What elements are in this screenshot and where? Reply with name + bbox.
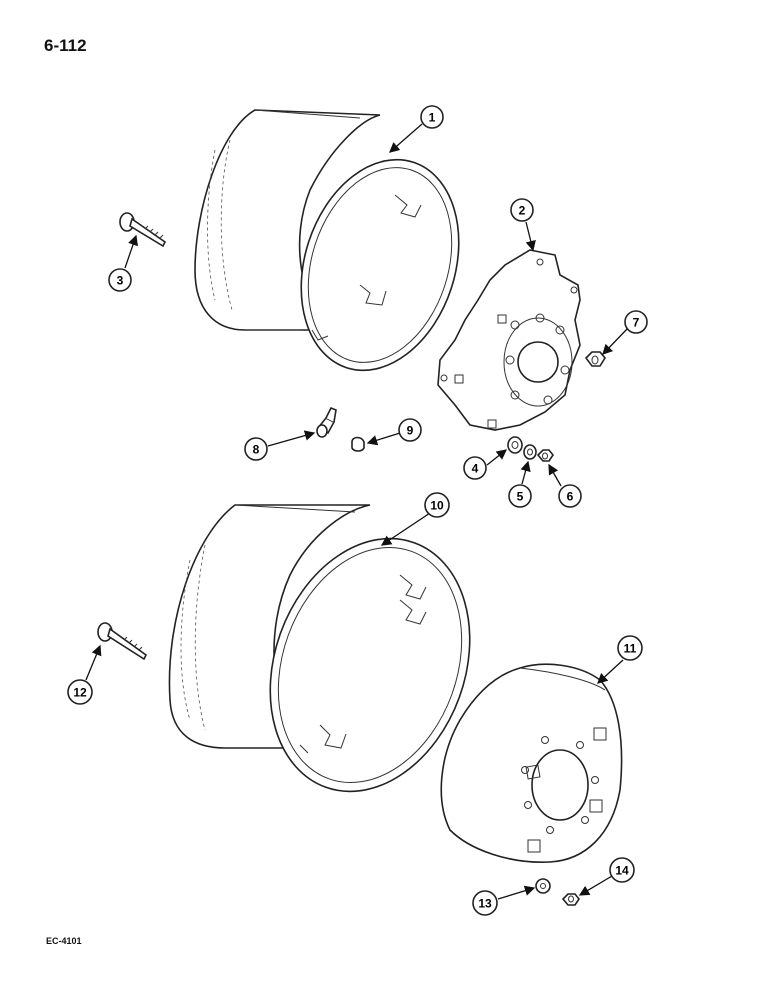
washer-13: [535, 878, 551, 894]
nut-6: [536, 449, 554, 462]
callout-13: 13: [472, 890, 498, 916]
nut-14: [561, 893, 580, 906]
svg-text:12: 12: [73, 686, 87, 700]
callout-2: 2: [510, 198, 534, 222]
lower-bolt: [97, 622, 148, 661]
svg-text:7: 7: [633, 316, 640, 330]
callout-6: 6: [558, 484, 582, 508]
callout-3: 3: [108, 268, 132, 292]
svg-text:13: 13: [478, 897, 492, 911]
svg-text:8: 8: [253, 443, 260, 457]
callout-5: 5: [508, 484, 532, 508]
upper-bolt: [119, 212, 167, 248]
svg-text:14: 14: [615, 864, 629, 878]
washer-4: [507, 436, 523, 454]
upper-wheel-rim: [194, 109, 460, 372]
nut-7: [584, 351, 606, 367]
callout-11: 11: [617, 635, 643, 661]
callout-8: 8: [244, 437, 268, 461]
valve-cap: [351, 436, 365, 452]
lower-wheel-rim: [168, 504, 471, 793]
svg-text:9: 9: [407, 424, 414, 438]
upper-wheel-disc: [437, 249, 581, 431]
valve-stem: [316, 406, 337, 438]
lower-wheel-disc: [440, 663, 623, 863]
drawing-code: EC-4101: [46, 936, 82, 946]
svg-text:2: 2: [519, 204, 526, 218]
callout-7: 7: [624, 310, 648, 334]
svg-text:6: 6: [567, 490, 574, 504]
callout-14: 14: [609, 857, 635, 883]
callout-10: 10: [424, 492, 450, 518]
lock-washer-5: [523, 444, 537, 460]
svg-text:3: 3: [117, 274, 124, 288]
callout-1: 1: [420, 105, 444, 129]
callout-4: 4: [463, 456, 487, 480]
svg-text:1: 1: [429, 111, 436, 125]
callout-12: 12: [67, 679, 93, 705]
leader-lines: [85, 123, 629, 900]
svg-text:11: 11: [624, 642, 637, 656]
svg-text:10: 10: [430, 499, 444, 513]
page-number: 6-112: [44, 36, 87, 55]
svg-text:4: 4: [472, 462, 479, 476]
callout-9: 9: [398, 418, 422, 442]
svg-text:5: 5: [517, 490, 524, 504]
